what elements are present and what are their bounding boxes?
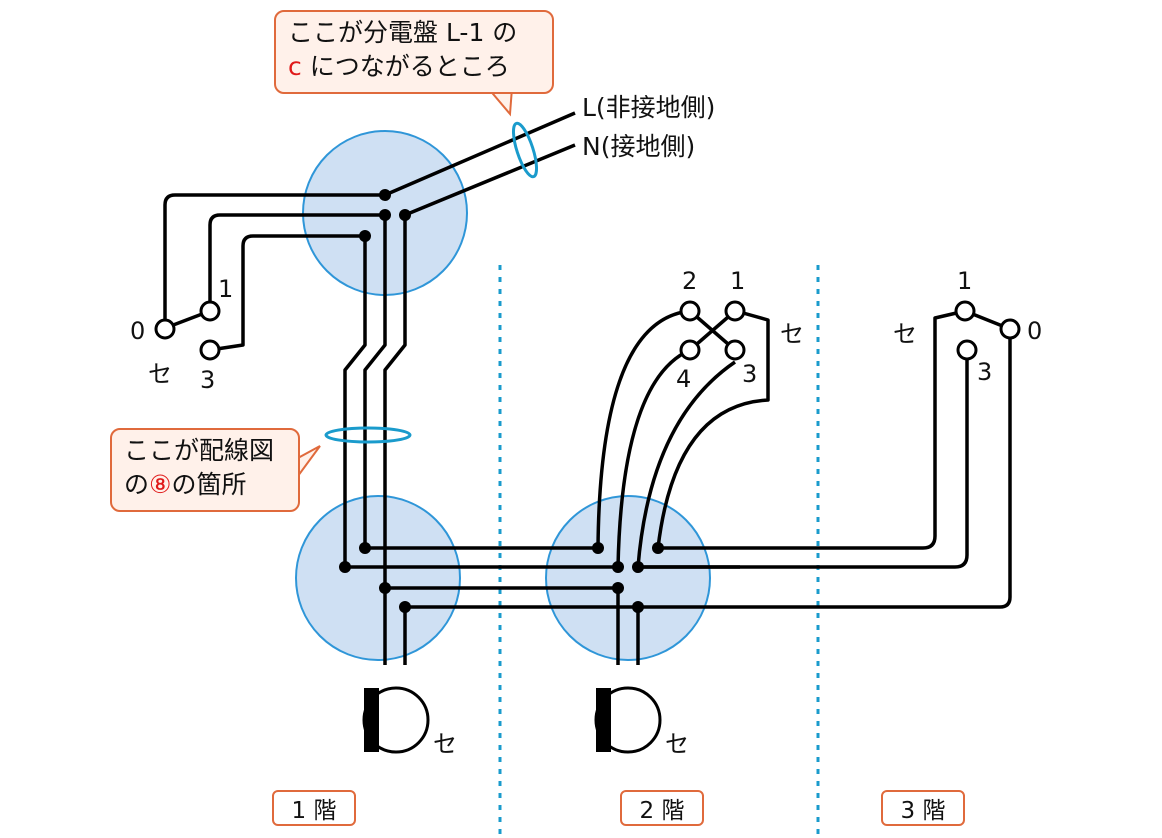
callout-mid-tail (297, 445, 321, 480)
callout-mid-marker: ⑧ (149, 470, 172, 499)
callout-top-line2: c につながるところ (288, 50, 540, 84)
callout-mid: ここが配線図 の⑧の箇所 (110, 428, 300, 512)
callout-top-marker: c (288, 52, 302, 81)
wire-switch2-4 (616, 348, 691, 568)
callout-top: ここが分電盤 L-1 の c につながるところ (274, 10, 554, 94)
cable-ring-supply (511, 121, 539, 179)
wire-switch3-1 (658, 309, 966, 550)
floor-label-2: 2 階 (620, 790, 704, 826)
switch1-terminal-0 (154, 318, 176, 340)
switch3-terminal-0 (999, 318, 1021, 340)
wire-switch3-0 (999, 329, 1012, 609)
label-neutral: N(接地側) (582, 132, 695, 161)
switch1-label-3: 3 (200, 366, 215, 394)
callout-mid-line1: ここが配線図 (124, 436, 275, 465)
lamp2-mark: セ (665, 730, 689, 758)
switch2-terminal-4 (679, 339, 701, 361)
floor-label-3: 3 階 (881, 790, 965, 826)
junction-box-floor1 (295, 495, 461, 661)
supply-wire-neutral (404, 143, 576, 217)
lamp1-mark: セ (433, 730, 457, 758)
wire-switch2-2 (596, 309, 691, 549)
wire-switch3-3 (638, 350, 969, 569)
switch3-label-3: 3 (977, 358, 992, 386)
floor-label-1: 1 階 (272, 790, 356, 826)
label-live: L(非接地側) (582, 93, 715, 122)
switch2-terminal-1 (724, 300, 746, 322)
wire-switch1-1 (208, 213, 385, 310)
switch3-label-1: 1 (957, 267, 972, 295)
switch2-label-1: 1 (730, 267, 745, 295)
callout-top-line1: ここが分電盤 L-1 の (288, 18, 518, 47)
lamp-floor2 (594, 686, 662, 754)
switch1-terminal-1 (199, 300, 221, 322)
junction-box-floor2 (545, 495, 711, 661)
switch2-terminal-2 (679, 300, 701, 322)
wire-switch2-3 (636, 360, 736, 568)
switch1-label-1: 1 (218, 275, 233, 303)
supply-wire-live (384, 111, 576, 197)
switch2-terminal-3 (724, 339, 746, 361)
switch3-terminal-3 (956, 339, 978, 361)
switch-terminals (154, 300, 1021, 361)
switch2-mark: セ (780, 320, 804, 348)
switch3-terminal-1 (954, 300, 976, 322)
wire-switch2-1 (656, 309, 770, 549)
callout-top-rest: につながるところ (309, 52, 510, 81)
switch2-label-3: 3 (742, 360, 757, 388)
wire-switch1-0 (163, 193, 385, 325)
riser-wire-b (363, 215, 387, 548)
switch1-terminal-3 (199, 339, 221, 361)
lamp-floor1 (362, 686, 430, 754)
switch1-label-0: 0 (130, 317, 145, 345)
switch2-label-2: 2 (682, 267, 697, 295)
callout-mid-line2: の⑧の箇所 (124, 470, 247, 499)
wire-switch1-3 (209, 234, 365, 352)
wires (163, 111, 1012, 665)
riser-wire-a (343, 236, 367, 567)
cable-ring-riser (324, 426, 412, 444)
switch1-mark: セ (148, 360, 172, 388)
switch2-label-4: 4 (676, 365, 691, 393)
connection-dots (339, 189, 664, 613)
riser-wire-c (383, 215, 407, 665)
switch3-mark: セ (893, 320, 917, 348)
switch3-label-0: 0 (1027, 317, 1042, 345)
